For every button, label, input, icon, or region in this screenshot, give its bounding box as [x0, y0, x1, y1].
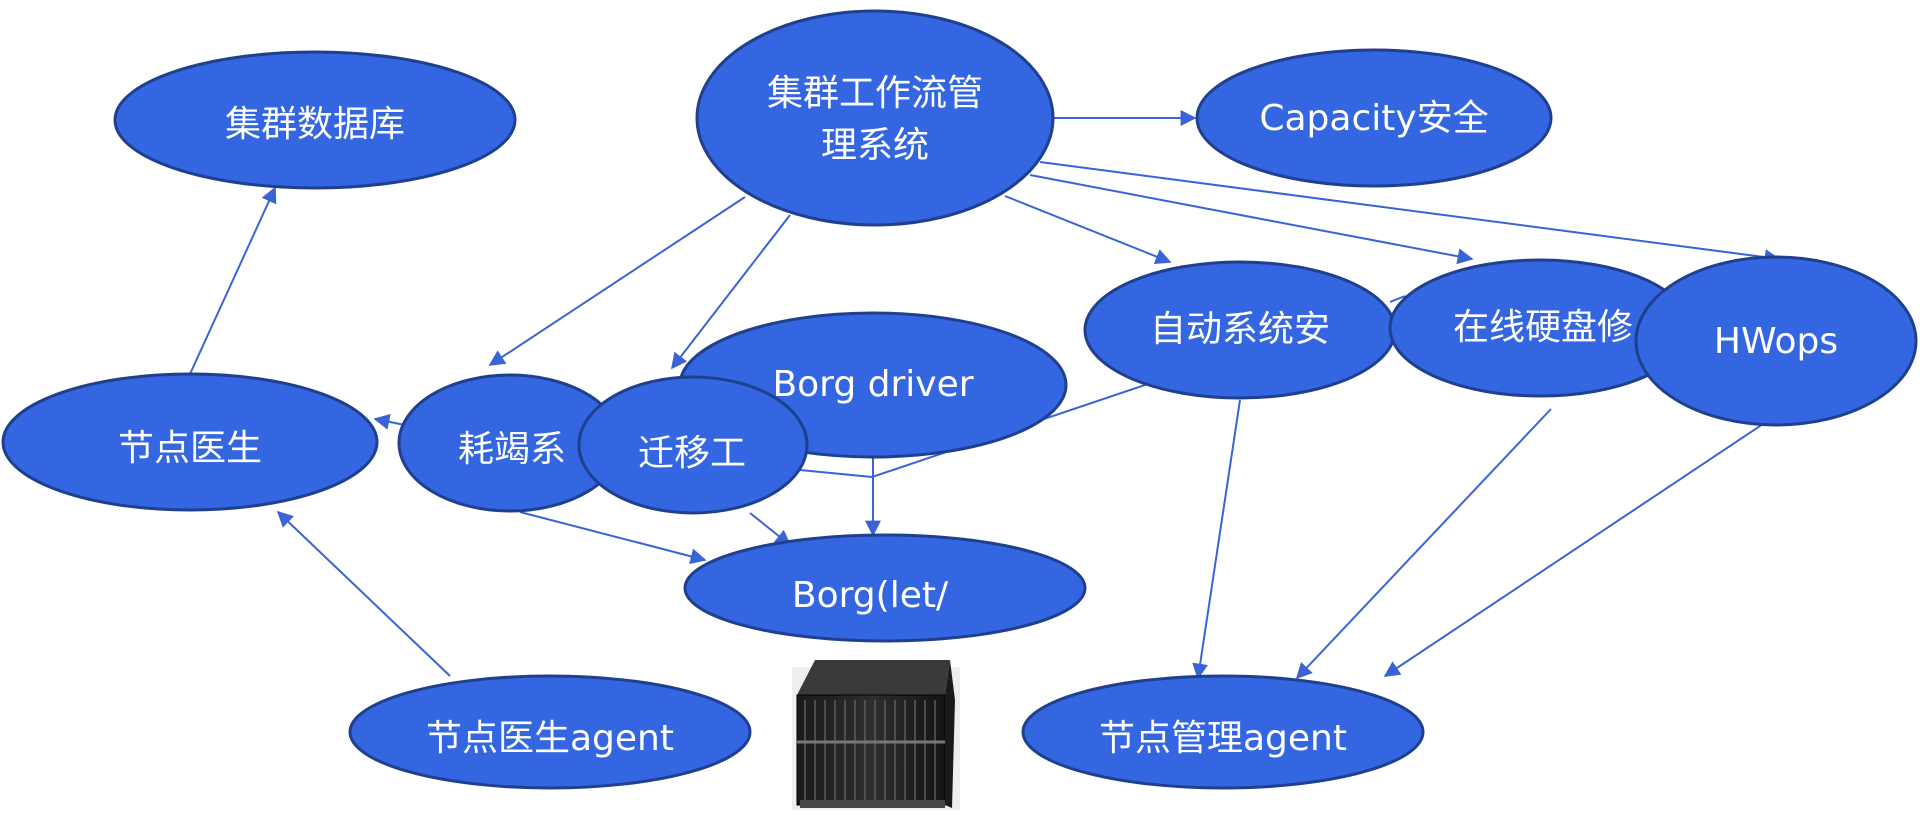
edge-auto-install-to-online-disk [1389, 295, 1406, 303]
edge-consume-to-borglet [519, 511, 707, 565]
node-cluster-db-label: 集群数据库 [225, 104, 405, 145]
node-online-disk-repair[interactable]: 在线硬盘修 [1388, 258, 1692, 398]
node-hwops[interactable]: HWops [1634, 255, 1918, 427]
node-auto-install[interactable]: 自动系统安 [1083, 260, 1397, 400]
node-borg-driver-label: Borg driver [772, 364, 973, 405]
edge-migrate-to-borglet-2 [799, 469, 873, 478]
node-node-management-agent[interactable]: 节点管理agent [1021, 674, 1425, 790]
node-migrate[interactable]: 迁移工 [577, 375, 809, 515]
node-doctor-agent[interactable]: 节点医生agent [348, 674, 752, 790]
edge-online-disk-to-node-agent [1295, 408, 1552, 680]
node-online-disk-repair-label: 在线硬盘修 [1453, 307, 1633, 348]
node-node-management-agent-label: 节点管理agent [1099, 718, 1347, 759]
edge-consume-to-node-doctor [373, 413, 406, 430]
edge-auto-install-to-node-agent [1192, 399, 1241, 680]
node-borglet-label: Borg(let/ [792, 575, 949, 616]
node-consume[interactable]: 耗竭系 [397, 373, 623, 513]
edge-workflow-to-consume [488, 196, 746, 366]
edge-workflow-to-migrate [671, 214, 791, 370]
node-cluster-db[interactable]: 集群数据库 [113, 50, 517, 190]
node-capacity-safety[interactable]: Capacity安全 [1195, 48, 1553, 188]
node-auto-install-label: 自动系统安 [1150, 309, 1330, 350]
edge-workflow-to-hwops [1039, 161, 1781, 266]
edge-node-doctor-to-cluster-db [189, 186, 277, 375]
node-capacity-safety-label: Capacity安全 [1259, 98, 1488, 139]
server-rack-icon [792, 660, 960, 810]
node-node-doctor-label: 节点医生 [118, 428, 262, 469]
edge-workflow-to-auto-install [1004, 195, 1172, 265]
edge-migrate-to-borglet [749, 512, 792, 546]
node-node-doctor[interactable]: 节点医生 [1, 372, 379, 512]
node-workflow-system[interactable]: 集群工作流管 理系统 [695, 9, 1055, 227]
node-hwops-label: HWops [1714, 321, 1838, 362]
edge-doctor-agent-to-node-doctor [276, 510, 451, 677]
edge-hwops-to-node-agent [1383, 395, 1806, 677]
node-workflow-system-label-line1: 集群工作流管 [767, 73, 983, 114]
node-consume-label: 耗竭系 [458, 429, 566, 470]
node-workflow-system-label-line2: 理系统 [821, 125, 929, 166]
edge-workflow-to-online-disk [1029, 174, 1474, 265]
node-migrate-label: 迁移工 [638, 433, 746, 474]
node-doctor-agent-label: 节点医生agent [426, 718, 674, 759]
node-borglet[interactable]: Borg(let/ [683, 533, 1087, 643]
